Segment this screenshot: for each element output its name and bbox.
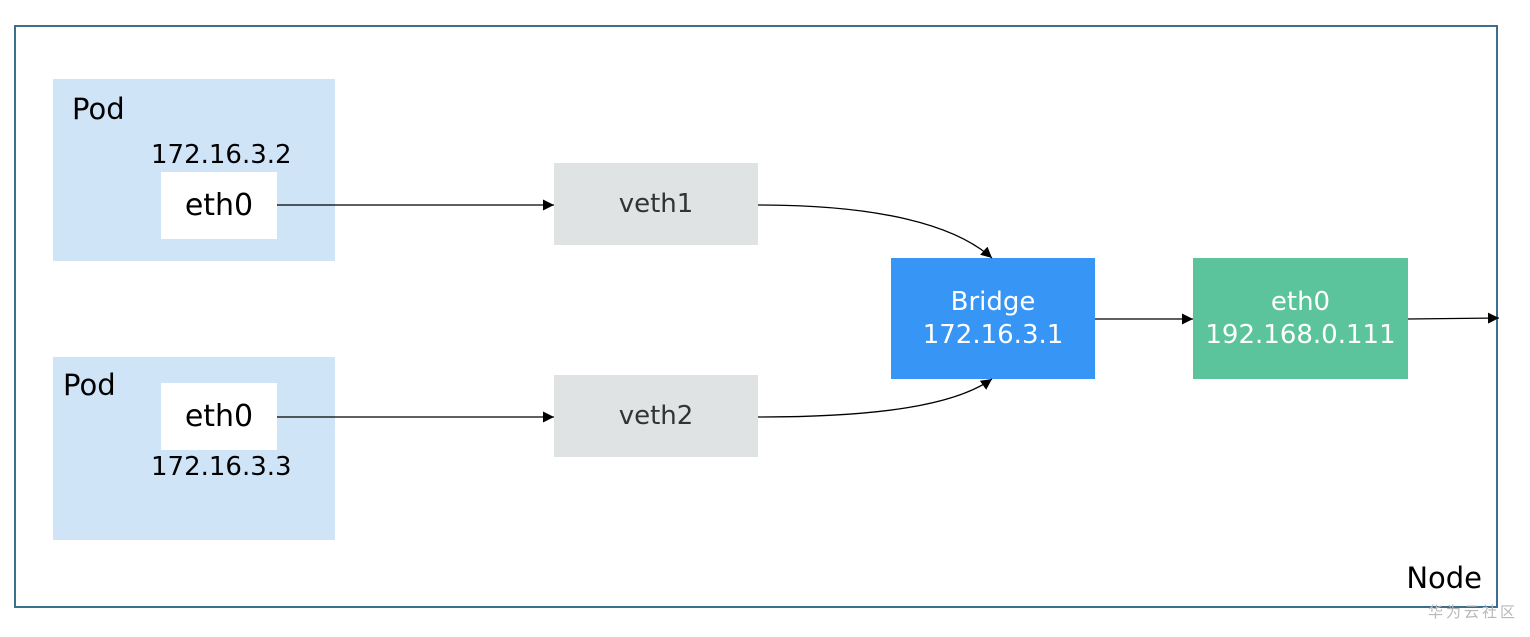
veth2-box: veth2 bbox=[554, 375, 758, 457]
pod-label: Pod bbox=[63, 368, 116, 402]
pod-1: Pod 172.16.3.2 eth0 bbox=[53, 79, 335, 261]
bridge-name: Bridge bbox=[950, 286, 1036, 317]
host-eth0-name: eth0 bbox=[1270, 286, 1331, 317]
pod-2: Pod eth0 172.16.3.3 bbox=[53, 357, 335, 540]
pod-eth0: eth0 bbox=[161, 383, 277, 450]
bridge-box: Bridge 172.16.3.1 bbox=[891, 258, 1095, 379]
watermark: 华为云社区 bbox=[1427, 603, 1518, 621]
pod-ip: 172.16.3.2 bbox=[151, 140, 292, 170]
node-label: Node bbox=[1406, 561, 1482, 595]
veth1-box: veth1 bbox=[554, 163, 758, 245]
host-eth0-ip: 192.168.0.111 bbox=[1205, 319, 1396, 350]
arrow-veth1-bridge bbox=[757, 204, 993, 259]
pod-eth0: eth0 bbox=[161, 172, 277, 239]
host-eth0-box: eth0 192.168.0.111 bbox=[1193, 258, 1408, 379]
bridge-ip: 172.16.3.1 bbox=[922, 319, 1064, 350]
pod-label: Pod bbox=[72, 92, 125, 126]
arrow-veth2-bridge bbox=[757, 378, 993, 418]
arrow-eth0-out bbox=[1407, 312, 1500, 324]
pod-ip: 172.16.3.3 bbox=[151, 452, 292, 482]
